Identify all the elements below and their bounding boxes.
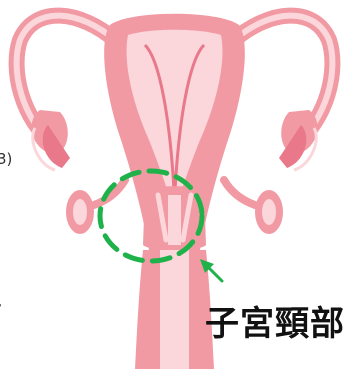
cropped-text-fragment: , xyxy=(0,296,2,309)
right-fimbriae xyxy=(279,110,317,170)
cropped-text-fragment: 3) xyxy=(0,152,12,167)
left-fimbriae xyxy=(32,110,70,170)
cervix-label: 子宮頸部 xyxy=(205,296,345,345)
